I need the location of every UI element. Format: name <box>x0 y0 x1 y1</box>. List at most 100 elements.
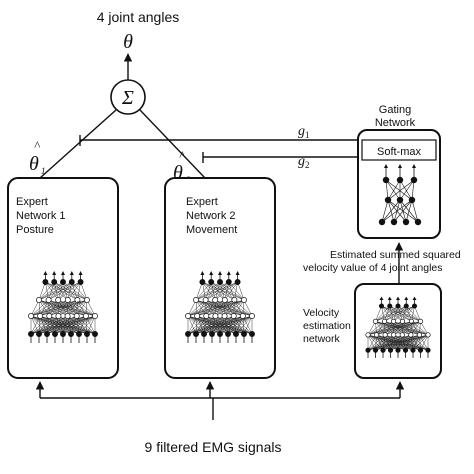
nn-node <box>73 313 80 319</box>
nn-connection <box>30 315 64 335</box>
nn-connection <box>30 299 59 317</box>
gating-connection <box>411 199 419 223</box>
nn-connection <box>389 305 403 322</box>
svg-text:1: 1 <box>41 166 46 176</box>
gating-connection <box>405 199 413 223</box>
nn-connection <box>195 281 212 301</box>
nn-node <box>387 303 393 309</box>
nn-node <box>203 313 210 319</box>
nn-node <box>225 331 231 337</box>
nn-connection <box>196 315 205 335</box>
sum-symbol: Σ <box>121 87 134 109</box>
output-theta: θ <box>123 31 133 53</box>
gating-connection <box>399 179 415 201</box>
nn-connection <box>30 315 96 335</box>
nn-connection <box>206 315 229 335</box>
nn-connection <box>187 315 229 335</box>
nn-connection <box>376 334 414 351</box>
nn-node <box>411 303 418 309</box>
gating-connection <box>381 199 413 223</box>
nn-node <box>372 318 379 324</box>
gating-arrowhead <box>412 164 416 168</box>
nn-node <box>378 303 385 309</box>
nn-connection <box>49 315 96 335</box>
nn-connection <box>367 321 403 336</box>
nn-connection <box>45 281 78 301</box>
gating-connection <box>387 179 415 201</box>
nn-node <box>28 331 34 337</box>
svg-text:^: ^ <box>34 138 41 153</box>
nn-connection <box>40 315 72 335</box>
nn-node <box>64 297 71 303</box>
nn-connection <box>410 321 421 336</box>
nn-connection <box>62 315 96 335</box>
softmax-box <box>361 139 437 161</box>
nn-connection <box>367 334 391 351</box>
nn-node <box>410 347 416 353</box>
nn-arrowhead <box>78 271 83 275</box>
nn-connection <box>202 281 225 301</box>
nn-connection <box>46 315 68 335</box>
nn-connection <box>367 334 403 351</box>
nn-connection <box>227 315 234 335</box>
theta-hat-1-label: ^ θ 1 <box>29 138 46 176</box>
nn-connection <box>48 281 55 301</box>
nn-connection <box>375 305 390 322</box>
nn-connection <box>219 281 226 301</box>
expert2-line2: Network 2 <box>186 210 236 222</box>
nn-node <box>391 332 397 338</box>
nn-connection <box>367 334 384 351</box>
nn-connection <box>385 334 421 351</box>
nn-node <box>241 297 247 303</box>
nn-node <box>68 279 75 285</box>
gating-connection <box>385 179 389 201</box>
nn-node <box>212 297 219 303</box>
nn-connection <box>367 334 406 351</box>
nn-node <box>194 313 201 319</box>
nn-connection <box>367 334 386 351</box>
nn-node <box>380 347 386 353</box>
nn-node <box>239 313 246 319</box>
nn-connection <box>402 321 421 336</box>
nn-connection <box>40 315 80 335</box>
nn-connection <box>215 315 229 335</box>
nn-connection <box>49 315 88 335</box>
nn-connection <box>49 315 64 335</box>
nn-connection <box>187 315 253 335</box>
nn-node <box>390 318 397 324</box>
nn-connection <box>67 299 88 317</box>
nn-connection <box>30 315 80 335</box>
nn-node <box>402 347 409 353</box>
gating-title-1: Gating <box>379 104 411 116</box>
gating-arrowhead <box>398 164 402 168</box>
nn-connection <box>30 315 72 335</box>
nn-connection <box>412 334 429 351</box>
nn-connection <box>206 315 221 335</box>
nn-connection <box>390 334 429 351</box>
nn-node <box>212 313 219 319</box>
nn-connection <box>195 281 229 301</box>
nn-connection <box>233 299 245 317</box>
nn-connection <box>187 315 198 335</box>
nn-node <box>399 332 405 338</box>
nn-connection <box>187 315 197 335</box>
nn-node <box>208 279 215 285</box>
nn-connection <box>367 321 394 336</box>
nn-connection <box>187 315 207 335</box>
nn-connection <box>402 305 415 322</box>
nn-connection <box>30 299 49 317</box>
nn-connection <box>367 321 412 336</box>
velocity-line2: estimation <box>303 320 351 332</box>
nn-connection <box>381 305 394 322</box>
nn-node <box>225 279 232 285</box>
nn-connection <box>215 299 245 317</box>
nn-node <box>233 331 239 337</box>
nn-connection <box>38 281 55 301</box>
nn-node <box>60 331 66 337</box>
nn-node <box>84 297 90 303</box>
nn-arrowhead <box>200 271 205 275</box>
nn-connection <box>397 334 403 351</box>
nn-connection <box>62 315 86 335</box>
gating-node <box>410 176 418 184</box>
nn-node <box>37 313 44 319</box>
